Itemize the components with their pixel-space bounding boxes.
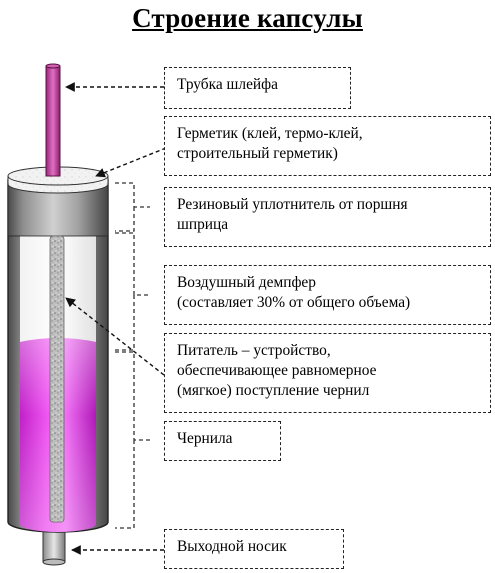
bracket-damper (115, 232, 150, 351)
bracket-ink (115, 351, 150, 529)
feeder-rod (49, 235, 65, 523)
label-sealant: Герметик (клей, термо-клей, строительный… (164, 116, 491, 176)
loop-tube (45, 63, 61, 177)
label-rubber-seal: Резиновый уплотнитель от поршня шприца (164, 187, 491, 247)
label-tube: Трубка шлейфа (164, 67, 351, 109)
label-ink: Чернила (164, 421, 281, 461)
label-nozzle: Выходной носик (164, 529, 344, 569)
arrow-sealant (95, 147, 167, 178)
label-air-damper: Воздушный демпфер (составляет 30% от общ… (164, 265, 491, 325)
label-feeder: Питатель – устройство, обеспечивающее ра… (164, 333, 491, 413)
bracket-rubber (115, 182, 150, 232)
page-title: Строение капсулы (132, 3, 363, 33)
nozzle-part (42, 527, 66, 566)
